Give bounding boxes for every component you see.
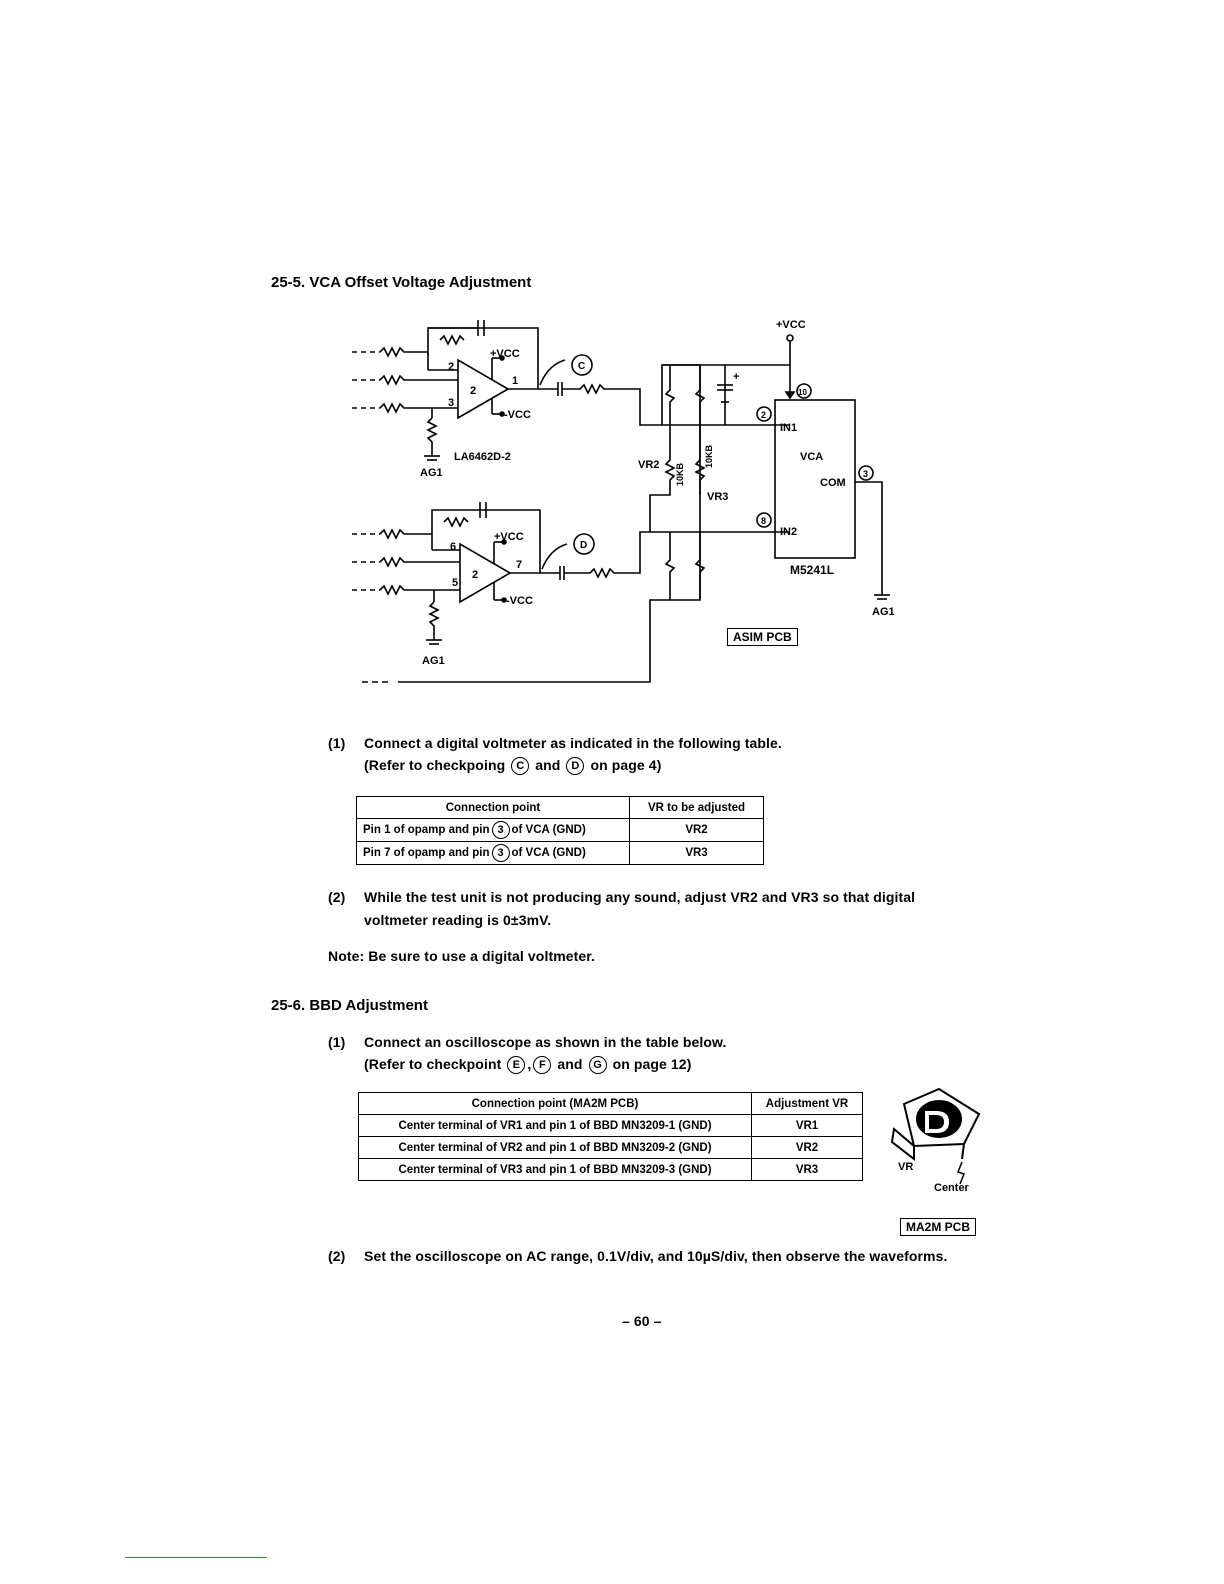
ic-label: LA6462D-2: [454, 451, 511, 463]
s1-step2-num: (2): [328, 889, 346, 905]
checkpoint-f-icon: F: [533, 1056, 552, 1075]
s2-step2-num: (2): [328, 1248, 346, 1264]
cell-text: Pin 7 of opamp and pin: [363, 847, 490, 860]
table-row: Center terminal of VR2 and pin 1 of BBD …: [358, 1136, 863, 1159]
s1-step1-num: (1): [328, 735, 346, 751]
vca-pin-10: 10: [798, 388, 807, 397]
cell-text: of VCA (GND): [511, 847, 586, 860]
vca-in1: IN1: [780, 422, 797, 434]
table-cell: VR3: [629, 841, 764, 865]
ma2m-pcb-label: MA2M PCB: [900, 1218, 977, 1236]
opamp2-vee: -VCC: [506, 595, 533, 607]
vca-pin-8: 8: [761, 516, 766, 526]
resistor-10kb-2: 10KB: [704, 444, 714, 468]
pin-icon: 3: [491, 844, 510, 862]
checkpoint-g-icon: G: [588, 1056, 607, 1075]
s1-step2-line1: While the test unit is not producing any…: [364, 889, 916, 905]
opamp1-vcc: +VCC: [490, 348, 520, 360]
s2-step1-num: (1): [328, 1034, 346, 1050]
table-row: Center terminal of VR1 and pin 1 of BBD …: [358, 1114, 863, 1137]
chip-label: M5241L: [790, 563, 834, 577]
vca-adjust-table: Connection point VR to be adjusted Pin 1…: [356, 796, 764, 865]
opamp2-pin-5: 5: [452, 577, 458, 589]
s1-step1-line1: Connect a digital voltmeter as indicated…: [364, 735, 782, 751]
s1-step2: (2) While the test unit is not producing …: [328, 889, 915, 905]
table-cell: Center terminal of VR1 and pin 1 of BBD …: [358, 1114, 752, 1137]
vca-label: VCA: [800, 451, 823, 463]
footer-divider: [125, 1557, 267, 1558]
checkpoint-e-icon: E: [507, 1056, 526, 1075]
checkpoint-d: D: [580, 540, 587, 551]
vr-icon-center-label: Center: [934, 1182, 970, 1194]
bbd-adjust-table: Connection point (MA2M PCB) Adjustment V…: [358, 1092, 863, 1181]
cap-plus: +: [733, 371, 739, 383]
cell-text: Pin 1 of opamp and pin: [363, 824, 490, 837]
opamp2-pin-6: 6: [450, 541, 456, 553]
section-title-vca-offset: 25-5. VCA Offset Voltage Adjustment: [271, 274, 532, 291]
table-header: Connection point: [356, 796, 630, 819]
s2-ref-a: (Refer to checkpoint: [364, 1056, 502, 1072]
table-row: Connection point (MA2M PCB) Adjustment V…: [358, 1092, 863, 1115]
opamp1-pin-1: 1: [512, 375, 518, 387]
opamp1-vee: -VCC: [504, 409, 531, 421]
table-row: Connection point VR to be adjusted: [356, 796, 764, 819]
s2-ref-and: and: [557, 1056, 583, 1072]
s2-step1: (1) Connect an oscilloscope as shown in t…: [328, 1034, 727, 1050]
opamp1-label: 2: [470, 385, 476, 397]
opamp1-pin-3: 3: [448, 397, 454, 409]
pin-icon: 3: [491, 821, 510, 839]
table-cell: Center terminal of VR2 and pin 1 of BBD …: [358, 1136, 752, 1159]
vr2-label: VR2: [638, 459, 659, 471]
page-number: – 60 –: [622, 1313, 662, 1329]
table-header: Adjustment VR: [751, 1092, 863, 1115]
s2-step2: (2) Set the oscilloscope on AC range, 0.1…: [328, 1248, 947, 1264]
vca-pin-2: 2: [761, 410, 766, 420]
opamp2-vcc: +VCC: [494, 531, 524, 543]
vca-offset-schematic: +VCC -VCC 2 3 1 2 LA6462D-2 AG1 C +VCC -…: [352, 319, 895, 683]
vca-pin-3: 3: [863, 469, 868, 479]
resistor-10kb-1: 10KB: [675, 462, 685, 486]
table-cell: VR1: [751, 1114, 863, 1137]
vr3-label: VR3: [707, 491, 728, 503]
s1-step1-ref: (Refer to checkpoing C and D on page 4): [364, 757, 662, 776]
s1-step2-line2: voltmeter reading is 0±3mV.: [364, 912, 552, 928]
vcc-top: +VCC: [776, 319, 806, 331]
checkpoint-d-icon: D: [566, 757, 585, 776]
table-cell: VR2: [629, 818, 764, 842]
s1-step1: (1) Connect a digital voltmeter as indica…: [328, 735, 782, 751]
s1-ref-and: and: [535, 757, 561, 773]
table-cell: VR2: [751, 1136, 863, 1159]
s2-step1-line1: Connect an oscilloscope as shown in the …: [364, 1034, 727, 1050]
s2-step2-line: Set the oscilloscope on AC range, 0.1V/d…: [364, 1248, 948, 1264]
table-row: Center terminal of VR3 and pin 1 of BBD …: [358, 1158, 863, 1181]
table-header: VR to be adjusted: [629, 796, 764, 819]
ag1-label-1: AG1: [420, 467, 443, 479]
s1-note: Note: Be sure to use a digital voltmeter…: [328, 948, 596, 964]
s2-ref-b: on page 12): [612, 1056, 692, 1072]
section-title-bbd: 25-6. BBD Adjustment: [271, 997, 428, 1014]
s1-ref-b: on page 4): [590, 757, 662, 773]
s2-step1-ref: (Refer to checkpoint E,F and G on page 1…: [364, 1056, 692, 1075]
asim-pcb-label: ASIM PCB: [727, 628, 798, 646]
vca-com: COM: [820, 477, 846, 489]
vr-icon-label: VR: [898, 1161, 913, 1173]
table-cell: Center terminal of VR3 and pin 1 of BBD …: [358, 1158, 752, 1181]
checkpoint-c-icon: C: [511, 757, 530, 776]
s1-ref-a: (Refer to checkpoing: [364, 757, 506, 773]
checkpoint-c: C: [578, 361, 585, 372]
opamp2-label: 2: [472, 569, 478, 581]
ag1-label-3: AG1: [872, 606, 895, 618]
vr-trimmer-icon: VR Center: [890, 1087, 981, 1194]
table-header: Connection point (MA2M PCB): [358, 1092, 752, 1115]
table-cell: VR3: [751, 1158, 863, 1181]
opamp2-pin-7: 7: [516, 559, 522, 571]
cell-text: of VCA (GND): [511, 824, 586, 837]
ag1-label-2: AG1: [422, 655, 445, 667]
vca-in2: IN2: [780, 526, 797, 538]
opamp1-pin-2: 2: [448, 361, 454, 373]
